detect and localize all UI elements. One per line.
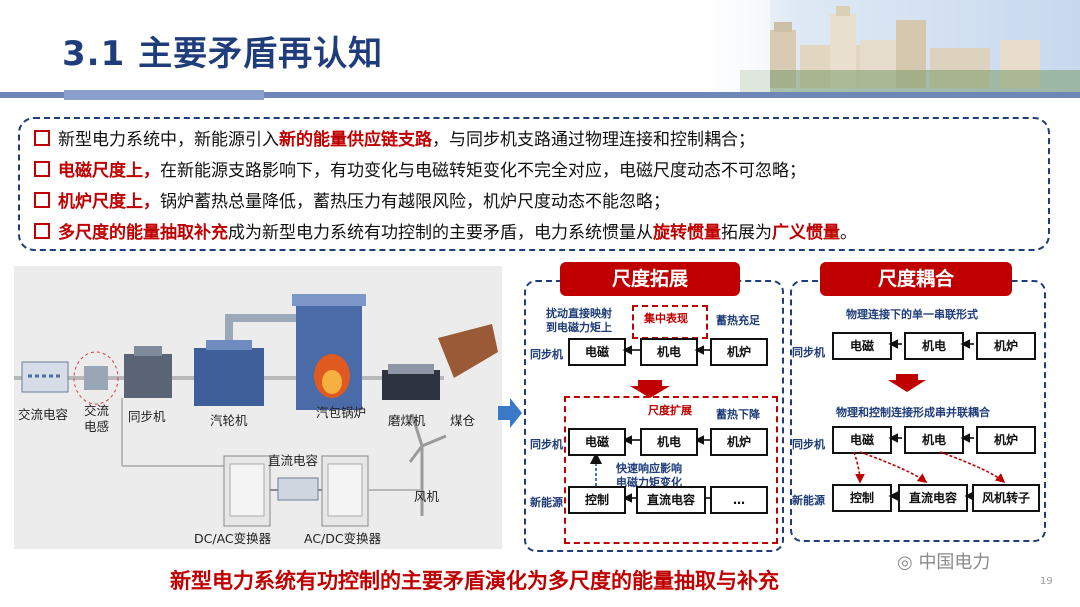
box-ellipsis: … bbox=[710, 486, 768, 514]
body-text: 新型电力系统中，新能源引入 bbox=[58, 130, 279, 150]
label-acdc-converter: AC/DC变换器 bbox=[304, 531, 382, 546]
conclusion-text: 新型电力系统有功控制的主要矛盾演化为多尺度的能量抽取与补充 bbox=[170, 569, 779, 593]
highlight-text: 旋转惯量 bbox=[653, 223, 721, 243]
body-text: ，与同步机支路通过物理连接和控制耦合； bbox=[432, 130, 755, 150]
box-boiler: 机炉 bbox=[976, 332, 1036, 360]
note-disturbance-2: 到电磁力矩上 bbox=[546, 321, 612, 334]
row-label-sync-top: 同步机 bbox=[792, 346, 825, 359]
header-rule bbox=[0, 92, 1080, 98]
note-heat-sufficient: 蓄热充足 bbox=[716, 314, 760, 327]
body-text: 在新能源支路影响下，有功变化与电磁转矩变化不完全对应，电磁尺度动态不可忽略； bbox=[160, 161, 806, 181]
box-dc-capacitor: 直流电容 bbox=[636, 486, 706, 514]
bullet-4: 多尺度的能量抽取补充成为新型电力系统有功控制的主要矛盾，电力系统惯量从旋转惯量拓… bbox=[34, 218, 857, 243]
bullet-box: 新型电力系统中，新能源引入新的能量供应链支路，与同步机支路通过物理连接和控制耦合… bbox=[18, 117, 1050, 251]
watermark-text: 中国电力 bbox=[918, 552, 991, 573]
bullet-text: 新型电力系统中，新能源引入新的能量供应链支路，与同步机支路通过物理连接和控制耦合… bbox=[58, 130, 755, 150]
bullet-text: 机炉尺度上，锅炉蓄热总量降低，蓄热压力有越限风险，机炉尺度动态不能忽略； bbox=[58, 192, 670, 212]
panel1-arrows bbox=[590, 345, 710, 503]
label-sync-machine: 同步机 bbox=[128, 409, 166, 424]
body-text: 锅炉蓄热总量降低，蓄热压力有越限风险，机炉尺度动态不能忽略； bbox=[160, 192, 670, 212]
box-wind-rotor: 风机转子 bbox=[972, 484, 1040, 512]
highlight-text: 新的能量供应链支路 bbox=[279, 130, 432, 150]
note-scale-extension: 尺度扩展 bbox=[648, 404, 692, 417]
scale-extension-banner: 尺度拓展 bbox=[560, 262, 740, 296]
bullet-text: 电磁尺度上，在新能源支路影响下，有功变化与电磁转矩变化不完全对应，电磁尺度动态不… bbox=[58, 161, 806, 181]
right-arrow-icon bbox=[498, 398, 522, 428]
page-title: 3.1 主要矛盾再认知 bbox=[62, 34, 384, 74]
label-wind-turbine: 风机 bbox=[414, 489, 440, 504]
body-text: 拓展为 bbox=[721, 223, 772, 243]
header-rule-accent bbox=[64, 90, 264, 100]
note-disturbance-1: 扰动直接映射 bbox=[546, 307, 612, 320]
label-coal-bin: 煤仓 bbox=[450, 413, 476, 428]
box-electromagnetic: 电磁 bbox=[568, 428, 626, 456]
bullet-text: 多尺度的能量抽取补充成为新型电力系统有功控制的主要矛盾，电力系统惯量从旋转惯量拓… bbox=[58, 223, 857, 243]
body-text: 。 bbox=[840, 223, 857, 243]
note-fast-response-1: 快速响应影响 bbox=[616, 462, 682, 475]
power-plant-illustration: 交流电容 交流 电感 同步机 汽轮机 汽包锅炉 磨煤机 煤仓 直流电容 风机 D… bbox=[14, 266, 502, 549]
box-electromagnetic: 电磁 bbox=[832, 332, 892, 360]
note-heat-decrease: 蓄热下降 bbox=[716, 408, 760, 421]
panel2-arrows bbox=[853, 339, 1006, 501]
box-electromechanical: 机电 bbox=[640, 338, 698, 366]
checkbox-bullet-icon bbox=[34, 130, 50, 146]
checkbox-bullet-icon bbox=[34, 161, 50, 177]
box-control: 控制 bbox=[568, 486, 626, 514]
wechat-icon: ◎ bbox=[897, 552, 919, 573]
page-number: 19 bbox=[1040, 576, 1053, 587]
box-boiler: 机炉 bbox=[710, 428, 768, 456]
box-electromechanical: 机电 bbox=[640, 428, 698, 456]
label-dc-capacitor: 直流电容 bbox=[268, 453, 319, 468]
box-electromechanical: 机电 bbox=[904, 426, 964, 454]
bullet-3: 机炉尺度上，锅炉蓄热总量降低，蓄热压力有越限风险，机炉尺度动态不能忽略； bbox=[34, 187, 670, 212]
box-boiler: 机炉 bbox=[710, 338, 768, 366]
label-ac-inductor-2: 电感 bbox=[84, 419, 110, 434]
highlight-text: 机炉尺度上， bbox=[58, 192, 160, 212]
checkbox-bullet-icon bbox=[34, 192, 50, 208]
row-label-sync-top: 同步机 bbox=[530, 348, 563, 361]
box-boiler: 机炉 bbox=[976, 426, 1036, 454]
box-electromagnetic: 电磁 bbox=[568, 338, 626, 366]
row-label-sync-bottom: 同步机 bbox=[792, 438, 825, 451]
box-dc-capacitor: 直流电容 bbox=[898, 484, 968, 512]
highlight-text: 电磁尺度上， bbox=[58, 161, 160, 181]
label-ac-capacitor: 交流电容 bbox=[18, 407, 69, 422]
note-fast-response-2: 电磁力矩变化 bbox=[616, 476, 682, 489]
box-control: 控制 bbox=[832, 484, 892, 512]
campus-photo bbox=[700, 0, 1080, 92]
row-label-new-energy: 新能源 bbox=[530, 496, 563, 509]
highlight-text: 多尺度的能量抽取补充 bbox=[58, 223, 228, 243]
note-focus: 集中表现 bbox=[644, 312, 688, 325]
note-series-form: 物理连接下的单一串联形式 bbox=[846, 308, 978, 321]
row-label-new-energy: 新能源 bbox=[792, 494, 825, 507]
row-label-sync-bottom: 同步机 bbox=[530, 438, 563, 451]
highlight-text: 广义惯量 bbox=[772, 223, 840, 243]
scale-coupling-banner: 尺度耦合 bbox=[820, 262, 1012, 296]
watermark: ◎ 中国电力 bbox=[897, 548, 990, 574]
label-mill: 磨煤机 bbox=[388, 413, 426, 428]
bullet-2: 电磁尺度上，在新能源支路影响下，有功变化与电磁转矩变化不完全对应，电磁尺度动态不… bbox=[34, 156, 806, 181]
checkbox-bullet-icon bbox=[34, 223, 50, 239]
extension-dashed-box bbox=[564, 396, 778, 544]
bullet-1: 新型电力系统中，新能源引入新的能量供应链支路，与同步机支路通过物理连接和控制耦合… bbox=[34, 125, 755, 150]
plant-drawing bbox=[14, 294, 498, 527]
note-parallel-coupling: 物理和控制连接形成串并联耦合 bbox=[836, 406, 990, 419]
label-ac-inductor-1: 交流 bbox=[84, 403, 110, 418]
label-boiler: 汽包锅炉 bbox=[316, 405, 367, 420]
label-dcac-converter: DC/AC变换器 bbox=[194, 531, 272, 546]
body-text: 成为新型电力系统有功控制的主要矛盾，电力系统惯量从 bbox=[228, 223, 653, 243]
label-turbine: 汽轮机 bbox=[210, 413, 248, 428]
